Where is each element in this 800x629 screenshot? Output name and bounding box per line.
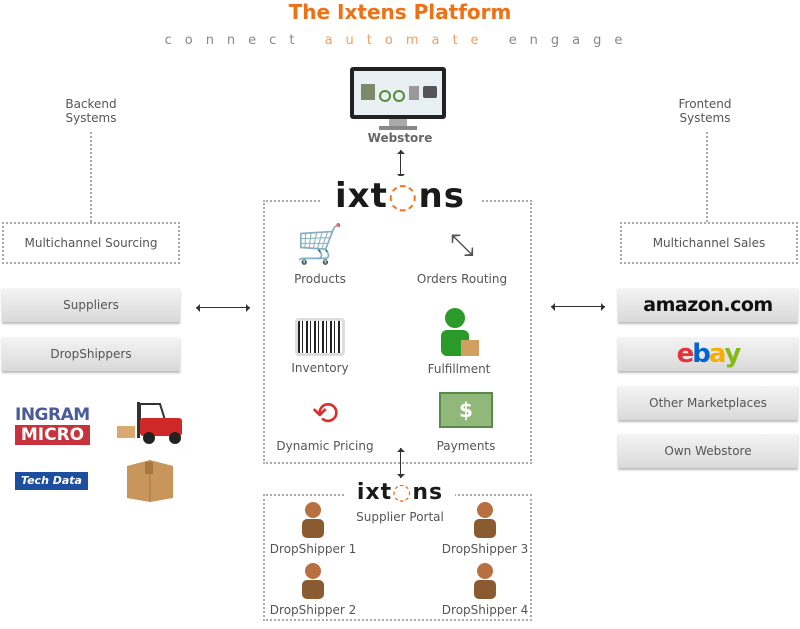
forklift-icon [117, 402, 182, 444]
amazon-bar: amazon.com [618, 288, 798, 322]
person-icon [474, 563, 496, 599]
cardboard-box-icon [127, 460, 173, 502]
portal-arrow [397, 448, 405, 478]
ingram-micro-logo: INGRAM MICRO [15, 405, 90, 445]
ixtons-portal-logo: ixt◌ns [345, 480, 455, 508]
connector-line [90, 132, 92, 222]
barcode-icon [295, 318, 345, 356]
delivery-person-icon [441, 308, 479, 356]
connector-line [706, 132, 708, 222]
supplier-portal-label: Supplier Portal [356, 510, 444, 524]
dropshipper-2: DropShipper 2 [263, 561, 363, 617]
tagline: connect automate engage [0, 33, 800, 48]
tagline-automate: automate [324, 33, 492, 48]
feature-payments: $ Payments [416, 392, 516, 453]
suppliers-bar: Suppliers [2, 288, 180, 322]
money-icon: $ [439, 392, 493, 428]
own-webstore-bar: Own Webstore [618, 434, 798, 468]
dropshipper-3: DropShipper 3 [435, 500, 535, 556]
person-icon [302, 502, 324, 538]
other-marketplaces-bar: Other Marketplaces [618, 386, 798, 420]
person-icon [474, 502, 496, 538]
frontend-connection-arrow [551, 303, 605, 311]
webstore-label: Webstore [367, 131, 433, 145]
tech-data-logo: Tech Data [15, 472, 88, 490]
webstore-monitor-icon [350, 67, 446, 130]
feature-orders-routing: ⤡ Orders Routing [412, 222, 512, 286]
refresh-arrows-icon: ⟲ [311, 394, 339, 432]
tagline-engage: engage [508, 33, 636, 48]
feature-products: 🛒 Products [270, 222, 370, 286]
dropshipper-4: DropShipper 4 [435, 561, 535, 617]
dropshipper-1: DropShipper 1 [263, 500, 363, 556]
tagline-connect: connect [164, 33, 308, 48]
page-title: The Ixtens Platform [288, 0, 512, 24]
webstore-arrow [397, 150, 405, 178]
shopping-cart-icon: 🛒 [296, 222, 344, 266]
backend-connection-arrow [196, 304, 250, 312]
person-icon [302, 563, 324, 599]
feature-fulfillment: Fulfillment [409, 306, 509, 376]
ixtons-logo: ixt◌ns [320, 176, 480, 220]
feature-inventory: Inventory [270, 318, 370, 375]
multichannel-sales-box: Multichannel Sales [620, 222, 798, 264]
feature-dynamic-pricing: ⟲ Dynamic Pricing [276, 394, 374, 453]
multichannel-sourcing-box: Multichannel Sourcing [2, 222, 180, 264]
dropshippers-bar: DropShippers [2, 337, 180, 371]
routing-arrows-icon: ⤡ [450, 228, 474, 263]
